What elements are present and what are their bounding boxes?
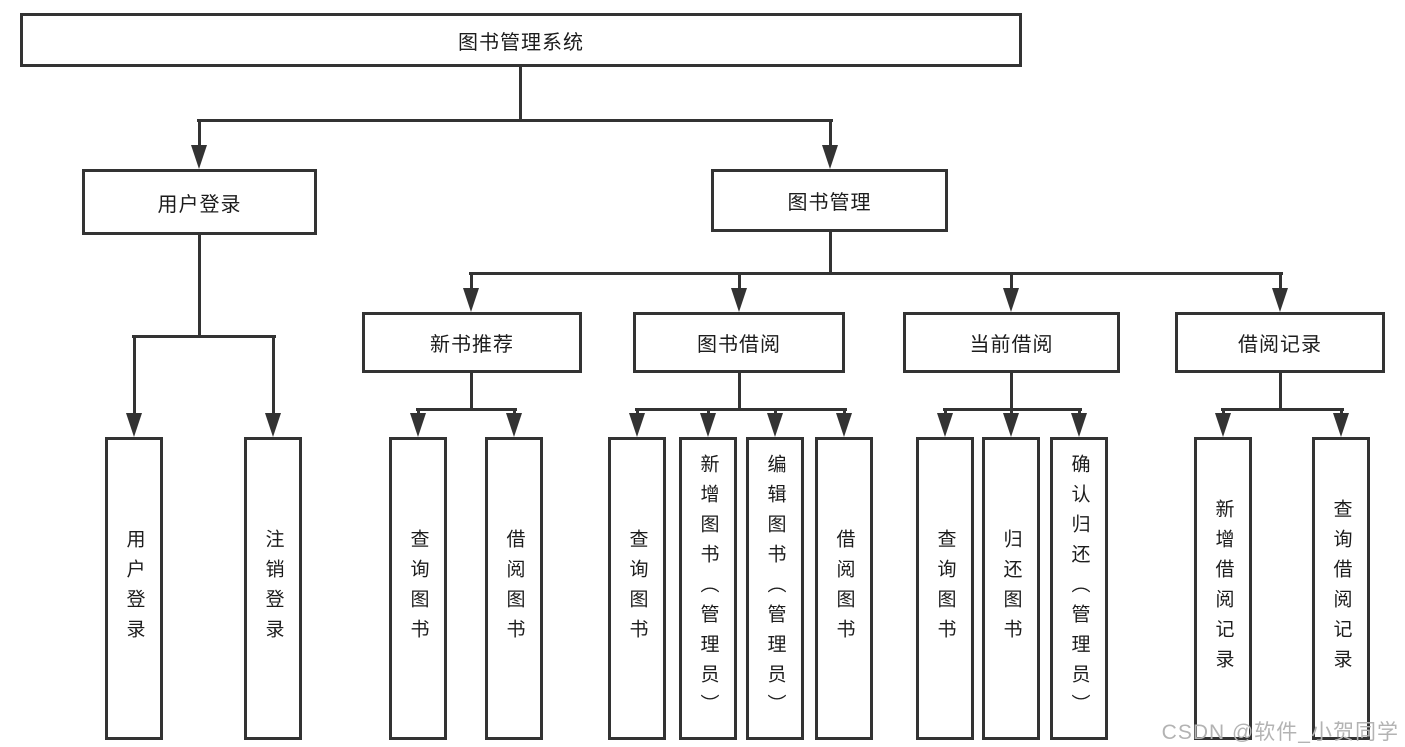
node-borrow-record: 借阅记录	[1175, 312, 1385, 373]
connector-new-book-stem	[470, 373, 473, 411]
csdn-watermark: CSDN @软件_小贺同学	[1161, 721, 1399, 744]
leaf-logout-label: 注销登录	[262, 528, 284, 649]
connector-drop-leaf-login	[133, 335, 136, 413]
connector-book-management-stem	[829, 232, 832, 275]
connector-drop-new-book	[470, 272, 473, 288]
arrowhead-book-management-icon	[822, 145, 838, 169]
leaf-bb-query-book-label: 查询图书	[626, 528, 648, 649]
leaf-cb-return-book-label: 归还图书	[1000, 528, 1022, 649]
connector-book-borrow-stem	[738, 373, 741, 411]
connector-drop-leaf-logout	[272, 335, 275, 413]
connector-drop-current-borrow	[1010, 272, 1013, 288]
leaf-br-add-record: 新增借阅记录	[1194, 437, 1252, 740]
leaf-br-query-record: 查询借阅记录	[1312, 437, 1370, 740]
leaf-br-add-record-label: 新增借阅记录	[1212, 498, 1234, 679]
connector-user-login-rail	[132, 335, 276, 338]
connector-book-borrow-rail	[635, 408, 847, 411]
arrowhead-br-query-icon	[1333, 413, 1349, 437]
connector-drop-book-management	[829, 119, 832, 145]
leaf-bb-borrow-book-label: 借阅图书	[833, 528, 855, 649]
connector-drop-br-add	[1222, 408, 1225, 413]
connector-drop-nb-borrow	[513, 408, 516, 413]
arrowhead-cb-confirm-icon	[1071, 413, 1087, 437]
leaf-cb-confirm-return-admin: 确认归还（管理员）	[1050, 437, 1108, 740]
connector-level3-rail	[469, 272, 1283, 275]
leaf-cb-return-book: 归还图书	[982, 437, 1040, 740]
arrowhead-book-borrow-icon	[731, 288, 747, 312]
node-new-book-recommend: 新书推荐	[362, 312, 582, 373]
connector-drop-cb-confirm	[1078, 408, 1081, 413]
connector-drop-br-query	[1340, 408, 1343, 413]
leaf-cb-query-book-label: 查询图书	[934, 528, 956, 649]
leaf-bb-add-book-admin-label: 新增图书（管理员）	[697, 453, 719, 724]
arrowhead-new-book-icon	[463, 288, 479, 312]
leaf-user-login: 用户登录	[105, 437, 163, 740]
node-book-borrow: 图书借阅	[633, 312, 845, 373]
connector-new-book-rail	[416, 408, 517, 411]
connector-drop-cb-return	[1010, 408, 1013, 413]
leaf-nb-query-book: 查询图书	[389, 437, 447, 740]
leaf-user-login-label: 用户登录	[123, 528, 145, 649]
arrowhead-br-add-icon	[1215, 413, 1231, 437]
node-user-login: 用户登录	[82, 169, 317, 235]
arrowhead-bb-query-icon	[629, 413, 645, 437]
connector-drop-bb-query	[636, 408, 639, 413]
arrowhead-current-borrow-icon	[1003, 288, 1019, 312]
leaf-bb-edit-book-admin: 编辑图书（管理员）	[746, 437, 804, 740]
leaf-nb-query-book-label: 查询图书	[407, 528, 429, 649]
leaf-cb-confirm-return-admin-label: 确认归还（管理员）	[1068, 453, 1090, 724]
leaf-bb-add-book-admin: 新增图书（管理员）	[679, 437, 737, 740]
connector-drop-book-borrow	[738, 272, 741, 288]
connector-drop-cb-query	[944, 408, 947, 413]
leaf-cb-query-book: 查询图书	[916, 437, 974, 740]
node-root-system: 图书管理系统	[20, 13, 1022, 67]
leaf-br-query-record-label: 查询借阅记录	[1330, 498, 1352, 679]
leaf-bb-borrow-book: 借阅图书	[815, 437, 873, 740]
connector-drop-borrow-record	[1279, 272, 1282, 288]
leaf-bb-query-book: 查询图书	[608, 437, 666, 740]
leaf-logout: 注销登录	[244, 437, 302, 740]
arrowhead-bb-borrow-icon	[836, 413, 852, 437]
arrowhead-nb-borrow-icon	[506, 413, 522, 437]
connector-drop-bb-add	[707, 408, 710, 413]
arrowhead-leaf-logout-icon	[265, 413, 281, 437]
connector-drop-nb-query	[417, 408, 420, 413]
arrowhead-borrow-record-icon	[1272, 288, 1288, 312]
arrowhead-user-login-icon	[191, 145, 207, 169]
leaf-nb-borrow-book: 借阅图书	[485, 437, 543, 740]
connector-borrow-record-rail	[1221, 408, 1344, 411]
connector-current-borrow-stem	[1010, 373, 1013, 411]
connector-root-stem	[519, 67, 522, 119]
leaf-bb-edit-book-admin-label: 编辑图书（管理员）	[764, 453, 786, 724]
connector-user-login-stem	[198, 235, 201, 338]
arrowhead-bb-edit-icon	[767, 413, 783, 437]
connector-level2-rail	[197, 119, 833, 122]
arrowhead-cb-return-icon	[1003, 413, 1019, 437]
node-book-management: 图书管理	[711, 169, 948, 232]
connector-borrow-record-stem	[1279, 373, 1282, 411]
arrowhead-leaf-login-icon	[126, 413, 142, 437]
arrowhead-bb-add-icon	[700, 413, 716, 437]
node-current-borrow: 当前借阅	[903, 312, 1120, 373]
arrowhead-cb-query-icon	[937, 413, 953, 437]
connector-drop-bb-borrow	[843, 408, 846, 413]
leaf-nb-borrow-book-label: 借阅图书	[503, 528, 525, 649]
connector-drop-user-login	[198, 119, 201, 145]
connector-drop-bb-edit	[774, 408, 777, 413]
arrowhead-nb-query-icon	[410, 413, 426, 437]
